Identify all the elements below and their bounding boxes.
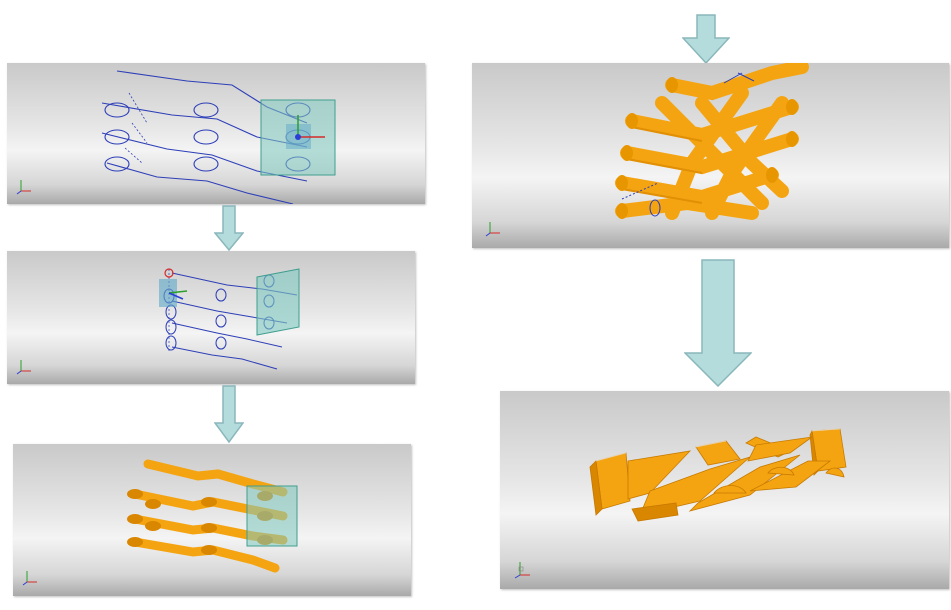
- down-arrow-icon: [214, 385, 244, 443]
- viewport-panel-trimmed-body: [500, 391, 949, 589]
- view-triad-icon: [22, 571, 37, 586]
- solid-block: [695, 440, 741, 466]
- datum-plane: [246, 485, 298, 547]
- twisted-web: [747, 436, 813, 462]
- profile-ellipse: [215, 314, 227, 328]
- profile-ellipse: [104, 102, 130, 118]
- view-triad-icon: [16, 180, 31, 195]
- profile-ellipse: [193, 156, 219, 172]
- tube-cap: [713, 485, 747, 494]
- profile-ellipse: [215, 336, 227, 350]
- axis-triad: [295, 115, 325, 140]
- axis-triad: [164, 268, 188, 300]
- sketch-path: [106, 162, 294, 204]
- view-triad-icon: [16, 360, 31, 375]
- solid-tube: [665, 63, 809, 101]
- profile-ellipse: [104, 156, 130, 172]
- solid-tube: [655, 96, 769, 210]
- down-arrow-icon: [214, 205, 244, 251]
- tube-cap: [767, 466, 795, 476]
- sketch-drawing: [16, 70, 336, 204]
- solid-tube: [705, 96, 789, 220]
- sketch-path: [171, 346, 278, 370]
- tube-lattice-drawing: [485, 63, 809, 237]
- profile-ellipse: [165, 304, 177, 320]
- swept-tubes-drawing: [22, 459, 298, 586]
- trimmed-body-drawing: [514, 428, 847, 579]
- sketch-path: [171, 322, 283, 348]
- sketch-rotated-drawing: [16, 268, 300, 375]
- datum-plane-small: [159, 279, 177, 307]
- solid-block-side: [589, 460, 603, 516]
- profile-ellipse: [215, 288, 227, 302]
- down-arrow-icon: [684, 259, 752, 387]
- profile-ellipse: [193, 102, 219, 118]
- view-triad-icon: [485, 222, 500, 237]
- datum-plane: [256, 268, 300, 336]
- viewport-panel-tube-lattice: [472, 63, 949, 248]
- profile-ellipse: [649, 199, 661, 217]
- profile-ellipse: [165, 335, 177, 351]
- profile-ellipse: [165, 319, 177, 335]
- solid-tube: [665, 86, 749, 220]
- viewport-panel-swept-tubes: [13, 444, 411, 596]
- viewport-panel-sketch: [7, 63, 425, 204]
- solid-tube: [620, 132, 799, 175]
- view-triad-icon: [514, 562, 530, 579]
- solid-tube: [615, 195, 759, 220]
- down-arrow-icon: [682, 14, 730, 64]
- tube-cap: [825, 467, 845, 478]
- profile-ellipse: [104, 129, 130, 145]
- viewport-panel-sketch-rotated: [7, 251, 415, 384]
- profile-ellipse: [193, 129, 219, 145]
